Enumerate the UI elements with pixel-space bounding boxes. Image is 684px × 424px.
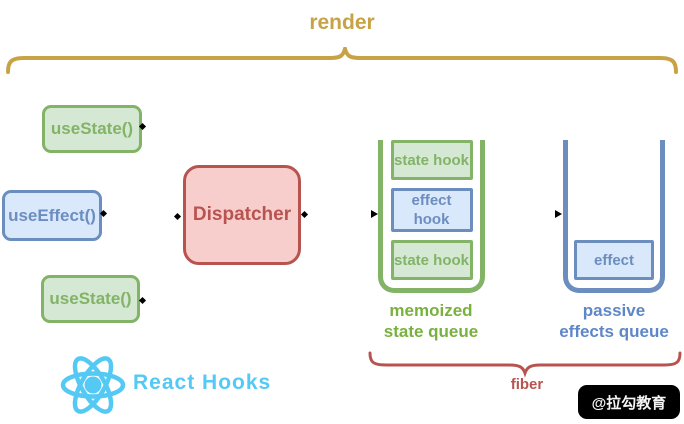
dispatcher-label: Dispatcher — [192, 204, 292, 225]
dispatcher-box: Dispatcher — [183, 165, 301, 265]
queue-item-state-hook-2: state hook — [390, 240, 473, 280]
memoized-queue-caption: memoized state queue — [383, 301, 479, 341]
watermark-text: @拉勾教育 — [591, 394, 667, 412]
connector-dot-usestate-2 — [138, 296, 147, 305]
passive-queue-caption: passive effects queue — [559, 301, 669, 341]
hook-label: useState() — [49, 289, 132, 308]
queue-item-state-hook-1: state hook — [390, 140, 473, 180]
arrow-into-passive-queue-icon — [555, 210, 562, 218]
memoized-state-queue-container: state hook effect hook state hook — [378, 140, 485, 293]
passive-effects-queue-container: effect — [563, 140, 665, 293]
fiber-brace — [368, 351, 682, 378]
fiber-label: fiber — [510, 376, 544, 393]
react-logo-icon — [60, 356, 126, 414]
render-brace — [6, 47, 678, 74]
queue-item-effect-hook: effect hook — [390, 188, 473, 232]
queue-item-effect: effect — [574, 240, 654, 280]
watermark-badge: @拉勾教育 — [578, 385, 680, 419]
hook-label: useState() — [50, 119, 134, 138]
connector-dot-dispatcher-right — [300, 210, 309, 219]
hook-box-usestate-2: useState() — [41, 275, 140, 323]
render-label: render — [309, 11, 375, 34]
hook-box-usestate-1: useState() — [42, 105, 142, 153]
brand-name: React Hooks — [133, 371, 272, 394]
connector-dot-dispatcher-left — [173, 212, 182, 221]
hook-label: useEffect() — [8, 205, 96, 225]
hook-box-useeffect: useEffect() — [2, 190, 102, 241]
arrow-into-memoized-queue-icon — [371, 210, 378, 218]
